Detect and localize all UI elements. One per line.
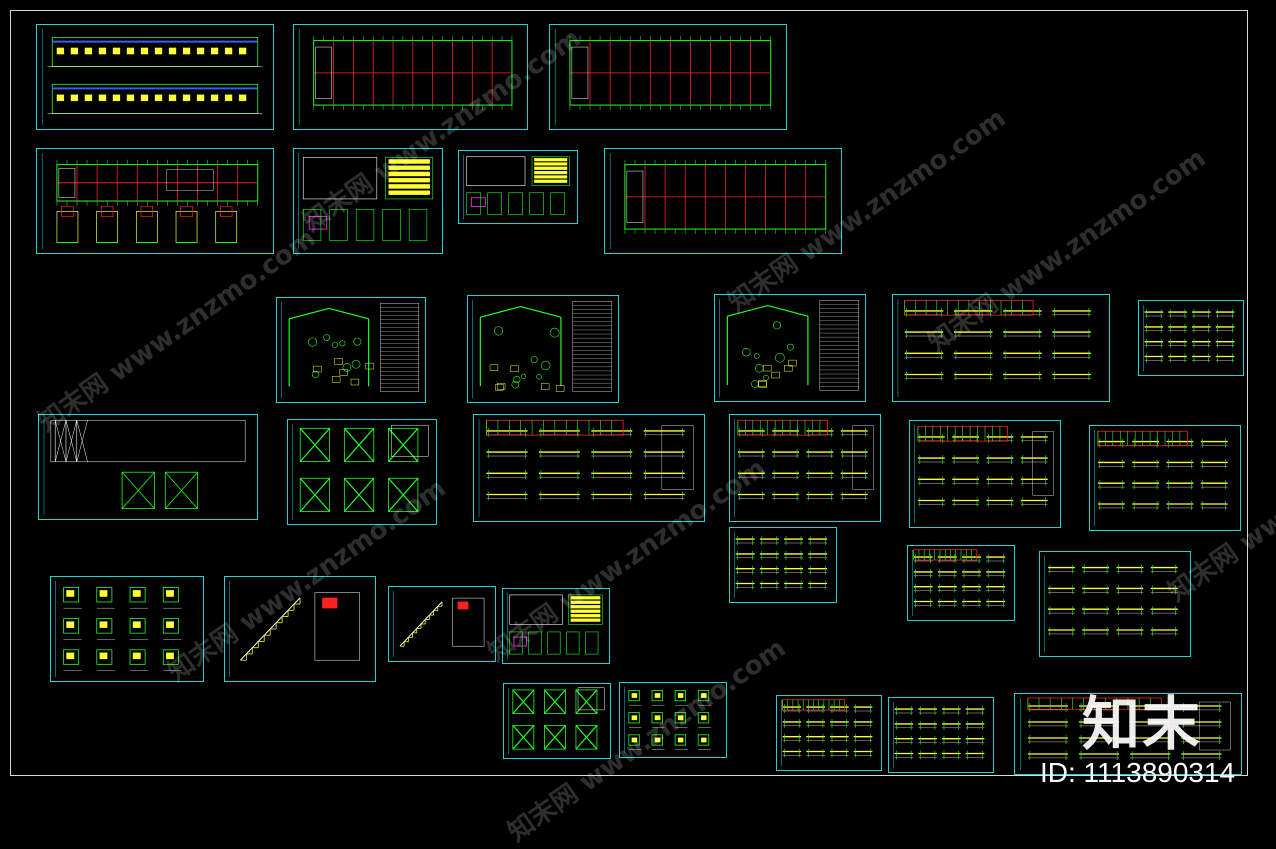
cad-sheet-thumbnail [1138, 300, 1244, 376]
cad-sheet-thumbnail [458, 150, 578, 224]
cad-sheet-drawing [554, 28, 772, 126]
cad-sheet-thumbnail [909, 420, 1061, 528]
cad-sheet-drawing [55, 580, 182, 678]
cad-sheet-drawing [393, 590, 485, 658]
cad-sheet-thumbnail [1039, 551, 1191, 657]
cad-sheet-drawing [1094, 429, 1228, 527]
cad-sheet-thumbnail [729, 527, 837, 603]
cad-sheet-drawing [1044, 555, 1178, 653]
cad-sheet-thumbnail [276, 297, 426, 403]
cad-sheet-thumbnail [287, 419, 437, 525]
cad-sheet-thumbnail [1014, 693, 1242, 775]
cad-sheet-thumbnail [36, 148, 274, 254]
cad-sheet-thumbnail [38, 414, 258, 520]
cad-sheet-thumbnail [503, 683, 611, 759]
cad-sheet-drawing [463, 154, 570, 220]
cad-sheet-drawing [912, 549, 1006, 617]
cad-sheet-drawing [292, 423, 429, 521]
image-id-label: ID: 1113890314 [1040, 757, 1236, 788]
cad-sheet-drawing [1020, 697, 1231, 771]
cad-sheet-drawing [893, 701, 985, 769]
cad-sheet-drawing [298, 152, 434, 250]
cad-sheet-thumbnail [36, 24, 274, 130]
cad-sheet-thumbnail [224, 576, 376, 682]
cad-sheet-drawing [507, 592, 603, 660]
cad-sheet-drawing [229, 580, 360, 678]
cad-sheet-thumbnail [293, 24, 528, 130]
cad-sheet-drawing [734, 531, 828, 599]
cad-sheet-drawing [508, 687, 605, 755]
cad-sheet-thumbnail [729, 414, 881, 522]
cad-sheet-thumbnail [388, 586, 496, 662]
cad-sheet-drawing [914, 424, 1054, 524]
cad-sheet-thumbnail [502, 588, 610, 664]
drawing-outer-border [10, 10, 1248, 776]
cad-sheet-drawing [43, 418, 246, 516]
cad-sheet-thumbnail [892, 294, 1110, 402]
cad-sheet-drawing [609, 152, 827, 250]
cad-sheet-thumbnail [1089, 425, 1241, 531]
cad-sheet-thumbnail [473, 414, 705, 522]
cad-sheet-drawing [472, 299, 612, 399]
cad-sheet-drawing [734, 418, 874, 518]
cad-sheet-drawing [1143, 304, 1235, 372]
cad-sheet-drawing [781, 699, 873, 767]
cad-sheet-drawing [41, 28, 263, 126]
cad-sheet-thumbnail [549, 24, 787, 130]
cad-sheet-drawing [478, 418, 694, 518]
cad-sheet-thumbnail [50, 576, 204, 682]
brand-logo: 知末 [1082, 690, 1203, 758]
cad-sheet-thumbnail [293, 148, 443, 254]
cad-sheet-thumbnail [467, 295, 619, 403]
cad-sheet-drawing [41, 152, 259, 250]
cad-sheet-thumbnail [776, 695, 882, 771]
cad-sheet-thumbnail [714, 294, 866, 402]
cad-sheet-thumbnail [604, 148, 842, 254]
cad-sheet-drawing [897, 298, 1091, 398]
cad-sheet-drawing [719, 298, 859, 398]
cad-sheet-drawing [298, 28, 513, 126]
cad-sheet-drawing [624, 686, 711, 754]
cad-sheet-thumbnail [619, 682, 727, 758]
cad-sheet-thumbnail [888, 697, 994, 773]
cad-sheet-thumbnail [907, 545, 1015, 621]
cad-sheet-drawing [281, 301, 419, 399]
